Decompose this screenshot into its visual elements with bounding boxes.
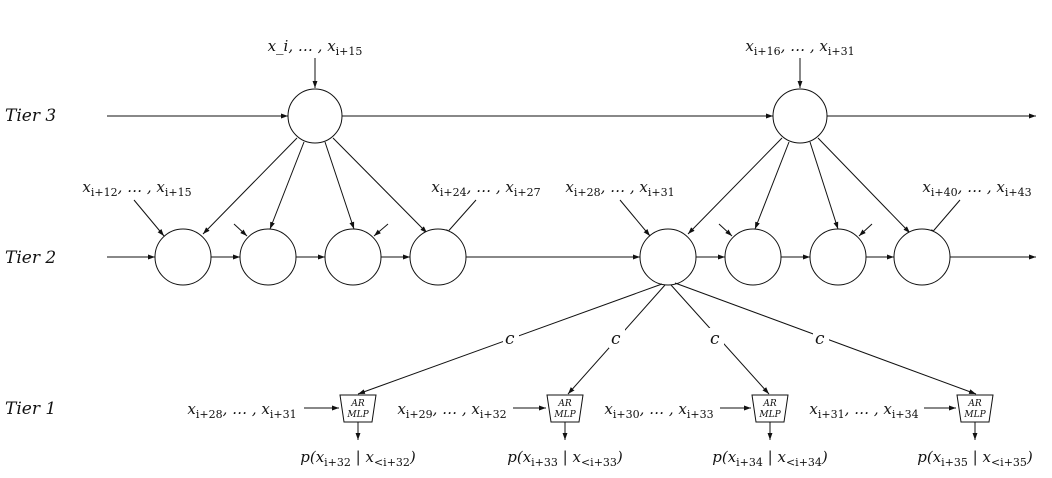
tier2-input-arrow <box>928 199 961 237</box>
svg-text:MLP: MLP <box>758 410 781 420</box>
tier3-label: Tier 3 <box>5 106 56 126</box>
tier2-node-2 <box>239 228 297 286</box>
svg-text:c: c <box>815 329 825 349</box>
tier3-input-label-2: xi+16​, … , xi+31​ <box>745 37 854 58</box>
tier2-node-7 <box>809 228 867 286</box>
tier2-input-arrow <box>619 199 651 237</box>
ar-mlp-block-1: AR MLP <box>339 394 377 423</box>
ar-mlp-block-3: AR MLP <box>751 394 789 423</box>
tier3-to-tier2-edge <box>754 141 790 230</box>
tier2-input-label-1: xi+12​, … , xi+15​ <box>82 178 191 199</box>
svg-text:MLP: MLP <box>346 410 369 420</box>
tier3-to-tier2-edge <box>324 141 355 230</box>
tier3-to-tier2-edge <box>202 137 298 235</box>
tier1-label: Tier 1 <box>5 399 56 419</box>
tier1-output-label-3: p(xi+34​ | x<i+34​) <box>712 448 828 469</box>
tier2-node-5 <box>639 228 697 286</box>
tier2-node-4 <box>409 228 467 286</box>
conditioning-label-2: c <box>609 328 625 349</box>
tier3-node-1 <box>287 88 343 144</box>
tier3-input-label-1: x_i, … , xi+15​ <box>268 37 363 58</box>
conditioning-label-3: c <box>708 328 724 349</box>
tier1-input-label-4: xi+31​, … , xi+34​ <box>809 400 918 421</box>
tier2-node-1 <box>154 228 212 286</box>
tier3-node-2 <box>772 88 828 144</box>
svg-text:AR: AR <box>557 399 571 409</box>
svg-text:AR: AR <box>967 399 981 409</box>
tier2-label: Tier 2 <box>5 248 56 268</box>
tier1-input-label-1: xi+28​, … , xi+31​ <box>187 400 296 421</box>
ar-mlp-block-2: AR MLP <box>546 394 584 423</box>
tier3-to-tier2-edge <box>809 141 839 230</box>
svg-text:MLP: MLP <box>553 410 576 420</box>
tier1-input-label-2: xi+29​, … , xi+32​ <box>397 400 506 421</box>
tier2-node-6 <box>724 228 782 286</box>
conditioning-label-1: c <box>503 328 519 349</box>
tier3-to-tier2-edge <box>269 141 305 230</box>
tier1-output-label-4: p(xi+35​ | x<i+35​) <box>917 448 1033 469</box>
tier1-output-label-2: p(xi+33​ | x<i+33​) <box>507 448 623 469</box>
tier2-input-label-3: xi+28​, … , xi+31​ <box>565 178 674 199</box>
tier2-node-3 <box>324 228 382 286</box>
svg-text:c: c <box>611 329 621 349</box>
tier1-input-label-3: xi+30​, … , xi+33​ <box>604 400 713 421</box>
svg-text:MLP: MLP <box>963 410 986 420</box>
tier3-to-tier2-edge <box>687 137 783 235</box>
svg-text:AR: AR <box>350 399 364 409</box>
svg-text:c: c <box>710 329 720 349</box>
tier2-input-arrow <box>443 199 477 237</box>
tier2-short-arrow <box>718 223 733 237</box>
svg-text:AR: AR <box>762 399 776 409</box>
tier3-to-tier2-edge <box>817 137 911 234</box>
svg-text:c: c <box>505 329 515 349</box>
ar-mlp-block-4: AR MLP <box>956 394 994 423</box>
tier2-node-8 <box>893 228 951 286</box>
tier2-short-arrow <box>233 223 248 237</box>
tier2-input-arrow <box>133 199 165 237</box>
tier2-input-label-2: xi+24​, … , xi+27​ <box>431 178 540 199</box>
tier2-input-label-4: xi+40​, … , xi+43​ <box>922 178 1031 199</box>
conditioning-label-4: c <box>813 328 829 349</box>
tier1-output-label-1: p(xi+32​ | x<i+32​) <box>300 448 416 469</box>
tier2-short-arrow <box>373 223 389 237</box>
tier3-to-tier2-edge <box>332 137 428 234</box>
tier2-short-arrow <box>858 223 873 237</box>
